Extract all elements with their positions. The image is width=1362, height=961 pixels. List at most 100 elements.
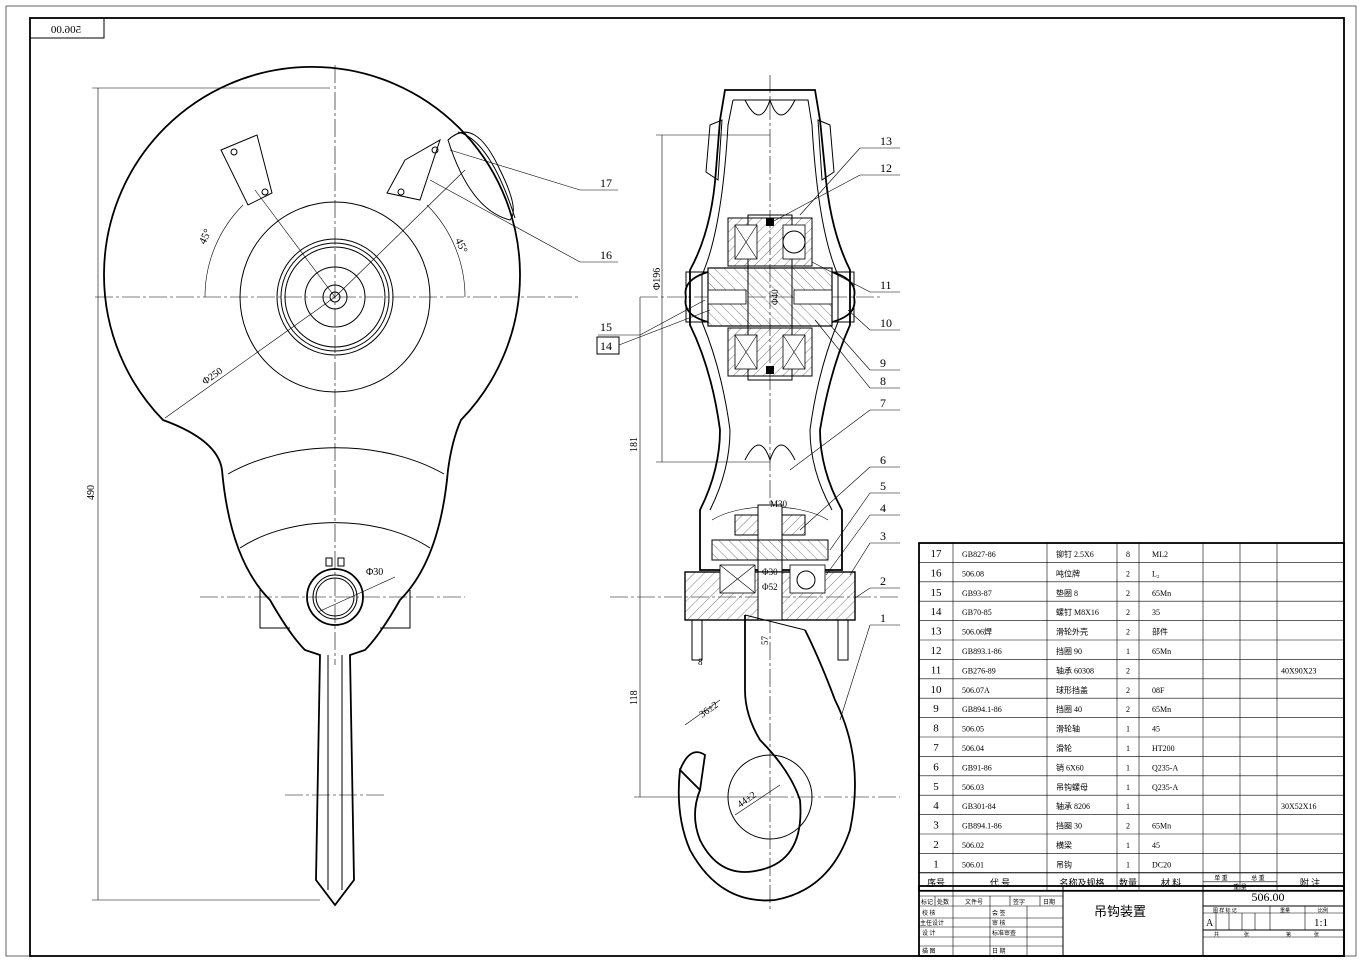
bom-row-no: 14 [931, 606, 943, 618]
bom-row-code: GB93-87 [962, 589, 992, 598]
bom-row-material: Q235-A [1152, 783, 1178, 792]
bom-row-no: 3 [933, 820, 939, 832]
sign-label-standard: 标准审查 [992, 929, 1016, 937]
balloon-3: 3 [880, 529, 886, 543]
sign-label-countersign: 会 签 [992, 909, 1006, 917]
scale-value: 1:1 [1314, 917, 1328, 929]
bom-row-qty: 2 [1126, 628, 1130, 637]
balloon-1: 1 [880, 611, 886, 625]
stage-label: 图 样 标 记 [1213, 907, 1237, 914]
bom-row-name: 挡圈 30 [1056, 821, 1082, 831]
bom-row-code: 506.04 [962, 744, 984, 753]
bom-row-no: 1 [933, 858, 939, 870]
bom-header-weight-single: 单 重 [1214, 874, 1228, 882]
balloon-14: 14 [600, 339, 612, 353]
bom-row-no: 6 [933, 761, 939, 773]
bom-row-code: GB276-89 [962, 666, 996, 675]
bom-row-no: 5 [933, 781, 939, 793]
bom-row-no: 10 [931, 684, 943, 696]
bom-row-material: DC20 [1152, 860, 1171, 869]
bom-row-qty: 2 [1126, 686, 1130, 695]
sign-label-review: 审 核 [992, 919, 1006, 927]
bom-row-qty: 1 [1126, 860, 1130, 869]
sheet-total-label: 共 [1214, 931, 1219, 938]
scale-label: 比例 [1318, 907, 1328, 914]
sheet-no-unit: 张 [1314, 931, 1319, 938]
dim-m30-label: M30 [770, 499, 788, 509]
balloon-7: 7 [880, 396, 886, 410]
bom-row-no: 15 [931, 587, 943, 599]
bom-row-material: 08F [1152, 686, 1165, 695]
bom-row-qty: 1 [1126, 783, 1130, 792]
bom-row-name: 吊钩 [1056, 859, 1072, 869]
balloon-8: 8 [880, 374, 886, 388]
bom-row-qty: 1 [1126, 841, 1130, 850]
bom-row-name: 轴承 8206 [1056, 801, 1090, 811]
bom-row-name: 球形挡盖 [1056, 685, 1088, 695]
rev-label-mark: 标记 [921, 898, 933, 906]
balloon-5: 5 [880, 479, 886, 493]
bom-row-no: 12 [931, 645, 942, 657]
bom-row-qty: 2 [1126, 666, 1130, 675]
bom-row-name: 滑轮 [1056, 743, 1072, 753]
balloon-2: 2 [880, 574, 886, 588]
dim-30-front-label: Φ30 [366, 567, 383, 578]
bom-row-material: Q235-A [1152, 763, 1178, 772]
bom-row-name: 螺钉 M8X16 [1056, 607, 1099, 617]
bom-row-code: GB301-84 [962, 802, 996, 811]
section-view: Φ196 181 118 Φ40 M30 Φ30 Φ52 8 57 36±2 4… [596, 75, 900, 910]
bom-row-no: 11 [931, 664, 942, 676]
drawing-number: 506.00 [1252, 890, 1285, 904]
bom-header-qty: 数量 [1119, 877, 1137, 888]
rev-label-count: 处数 [937, 898, 949, 906]
balloon-10: 10 [880, 316, 892, 330]
balloon-15: 15 [600, 320, 612, 334]
bom-row-code: 506.03 [962, 783, 984, 792]
balloon-12: 12 [880, 161, 892, 175]
sign-label-trace: 描 图 [922, 947, 936, 955]
bom-row-no: 9 [933, 703, 939, 715]
rev-label-date: 日期 [1043, 898, 1055, 906]
bom-row-name: 挡圈 90 [1056, 646, 1082, 656]
balloon-11: 11 [880, 278, 892, 292]
bom-row-qty: 2 [1126, 589, 1130, 598]
bom-row-qty: 2 [1126, 569, 1130, 578]
bom-row-qty: 1 [1126, 647, 1130, 656]
bom-row-qty: 1 [1126, 744, 1130, 753]
bom-row-no: 8 [933, 723, 939, 735]
bom-header-note: 附 注 [1300, 877, 1320, 888]
balloon-4: 4 [880, 501, 886, 515]
bom-row-name: 横梁 [1056, 840, 1072, 850]
bom-row-code: 506.05 [962, 725, 984, 734]
dim-36-label: 36±2 [697, 700, 720, 721]
bom-header-name: 名称及规格 [1059, 877, 1104, 888]
sign-label-chief: 主任设计 [920, 919, 944, 927]
bom-row-name: 滑轮轴 [1056, 724, 1080, 734]
front-view: 45° 45° Φ250 Φ30 490 17 16 [86, 65, 618, 907]
bom-row-name: 垫圈 8 [1056, 588, 1078, 598]
bom-row-code: GB893.1-86 [962, 647, 1002, 656]
bom-row-code: 506.06焊 [962, 627, 992, 637]
bom-row-code: GB91-86 [962, 763, 992, 772]
bom-header-code: 代 号 [990, 878, 1010, 888]
dim-40-label: Φ40 [770, 289, 780, 305]
dim-52-label: Φ52 [762, 582, 778, 592]
bom-header-weight-total: 总 重 [1251, 874, 1265, 882]
bom-header-no: 序号 [927, 877, 945, 888]
angle-left-label: 45° [197, 227, 214, 246]
bom-row-material: 65Mn [1152, 589, 1171, 598]
bom-row-material: 65Mn [1152, 822, 1171, 831]
bom-row-material: HT200 [1152, 744, 1175, 753]
bom-row-no: 17 [931, 548, 943, 560]
bom-row-code: 506.07A [962, 686, 990, 695]
bom-row-material: 45 [1152, 841, 1160, 850]
bom-row-name: 滑轮外壳 [1056, 627, 1088, 637]
